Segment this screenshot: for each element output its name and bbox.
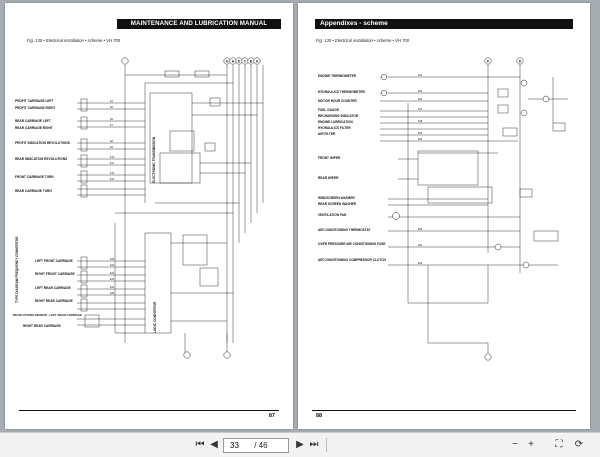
figure-caption: Fig. 135 • Electrical installation • sch… <box>27 38 121 43</box>
svg-text:E11: E11 <box>110 162 115 165</box>
diagram-label: ENGINE LUBRICATION <box>318 120 353 124</box>
diagram-label: VENTILATION FAN <box>318 213 347 217</box>
diagram-label: ENGINE THERMOMETER <box>318 74 357 78</box>
diagram-label: WINDSCREEN WASHER <box>318 196 355 200</box>
wiring-diagram-right: E44 E45 E46 E47 E48 E49 E50 E60 E61 E62 … <box>380 57 568 361</box>
svg-text:E48: E48 <box>418 120 423 123</box>
toolbar-divider <box>326 438 327 452</box>
page-number-input[interactable] <box>224 440 252 451</box>
diagram-label: AIR CONDITIONING THERMOSTAT <box>318 228 371 232</box>
last-page-icon[interactable]: ⏭ <box>309 439 319 450</box>
svg-text:E21: E21 <box>110 264 115 267</box>
svg-text:E50: E50 <box>418 138 423 141</box>
bus-letter: A <box>256 59 259 63</box>
bus-letter: C <box>244 59 247 63</box>
diagram-label: LEFT FRONT CARRIAGE <box>35 259 73 263</box>
svg-text:E25: E25 <box>110 292 115 295</box>
diagram-label: HYDRAULICS THERMOMETER <box>318 90 365 94</box>
diagram-label: AIR FILTER <box>318 132 336 136</box>
diagram-label: OVER PRESSURE AIR CONDITIONING FUSE <box>318 242 386 246</box>
svg-text:E10: E10 <box>110 156 115 159</box>
svg-text:E20: E20 <box>110 258 115 261</box>
bus-letter: D <box>238 59 241 63</box>
document-viewer: MAINTENANCE AND LUBRICATION MANUAL Fig. … <box>0 0 600 432</box>
diagram-label: REAR CARRIAGE LEFT <box>15 119 51 123</box>
right-page: Appendixes - scheme Fig. 135 • Electrica… <box>298 3 590 429</box>
svg-text:E44: E44 <box>418 74 423 77</box>
bus-letter: H <box>232 59 235 63</box>
svg-text:E13: E13 <box>110 178 115 181</box>
svg-text:E6: E6 <box>110 118 114 121</box>
svg-text:E49: E49 <box>418 132 423 135</box>
diagram-label: PROFIT CARRIAGE RIGHT <box>15 106 56 110</box>
diagram-label: MOTOR HOUR COUNTER <box>318 99 357 103</box>
pdf-toolbar: ⏮ ◀ / 46 ▶ ⏭ − + ⛶ ⟳ <box>0 432 600 457</box>
diagram-label: LEFT REAR CARRIAGE <box>35 286 71 290</box>
svg-text:E8: E8 <box>110 140 114 143</box>
fit-page-icon[interactable]: ⛶ <box>555 439 563 450</box>
footer-rule <box>19 410 279 411</box>
diagram-label: FRONT CARRIAGE TURN <box>15 175 54 179</box>
diagram-label: FRONT WIPER <box>318 156 341 160</box>
diagram-label: REAR CARRIAGE TURN <box>15 189 52 193</box>
vertical-label: ELECTRONIC TRANSMISSION <box>152 136 156 183</box>
svg-text:E12: E12 <box>110 172 115 175</box>
svg-text:E4: E4 <box>110 100 114 103</box>
left-page: MAINTENANCE AND LUBRICATION MANUAL Fig. … <box>5 3 293 429</box>
svg-text:E23: E23 <box>110 278 115 281</box>
svg-text:E62: E62 <box>418 262 423 265</box>
diagram-label: HYDRAULICS FILTER <box>318 126 351 130</box>
svg-text:E5: E5 <box>110 106 114 109</box>
svg-text:E7: E7 <box>110 124 114 127</box>
page-total: / 46 <box>254 441 268 450</box>
first-page-icon[interactable]: ⏮ <box>195 439 205 450</box>
diagram-label: PROFIT CARRIAGE LEFT <box>15 99 54 103</box>
footer-rule <box>312 410 576 411</box>
svg-text:E22: E22 <box>110 272 115 275</box>
bus-letter: K <box>487 59 490 63</box>
svg-text:E45: E45 <box>418 90 423 93</box>
next-page-icon[interactable]: ▶ <box>296 439 304 450</box>
diagram-label: FUEL GAUGE <box>318 108 339 112</box>
svg-text:E60: E60 <box>418 228 423 231</box>
diagram-label: REAR WIPER <box>318 176 339 180</box>
svg-text:E24: E24 <box>110 286 115 289</box>
svg-text:E47: E47 <box>418 108 423 111</box>
page-header: Appendixes - scheme <box>315 19 573 29</box>
diagram-label: REVOLUTIONS SENSOR - LEFT REAR CARRIAGE <box>13 313 82 317</box>
svg-text:E9: E9 <box>110 146 114 149</box>
bus-letter: B <box>250 59 253 63</box>
vertical-label: TYPE DIAGRAM FREQUENCY CONVERTOR <box>15 236 19 303</box>
diagram-label: PROFIT INDICATION REVOLUTIONS <box>15 141 70 145</box>
bus-letter: G <box>226 59 229 63</box>
previous-page-icon[interactable]: ◀ <box>210 439 218 450</box>
figure-caption: Fig. 135 • Electrical installation • sch… <box>316 38 410 43</box>
svg-text:E61: E61 <box>418 244 423 247</box>
zoom-in-icon[interactable]: + <box>528 439 534 450</box>
diagram-label: RECHARGING INDICATOR <box>318 114 359 118</box>
diagram-label: RIGHT REAR CARRIAGE <box>23 324 61 328</box>
rotate-icon[interactable]: ⟳ <box>574 439 584 450</box>
diagram-label: RIGHT REAR CARRIAGE <box>35 299 73 303</box>
page-header: MAINTENANCE AND LUBRICATION MANUAL <box>117 19 281 29</box>
diagram-label: REAR CARRIAGE RIGHT <box>15 126 53 130</box>
vertical-label: LOGIC CONVERTOR <box>153 301 157 333</box>
page-indicator: / 46 <box>223 438 289 453</box>
bus-letter: D <box>519 59 522 63</box>
diagram-label: AIR CONDITIONING COMPRESSOR CLUTCH <box>318 258 386 262</box>
diagram-label: REAR INDICATION REVOLUTIONS <box>15 157 68 161</box>
page-number: 87 <box>268 413 275 419</box>
page-number: 88 <box>316 413 323 419</box>
diagram-label: REAR SCREEN WASHER <box>318 202 357 206</box>
svg-text:E46: E46 <box>418 98 423 101</box>
zoom-out-icon[interactable]: − <box>512 439 518 450</box>
diagram-label: RIGHT FRONT CARRIAGE <box>35 272 75 276</box>
